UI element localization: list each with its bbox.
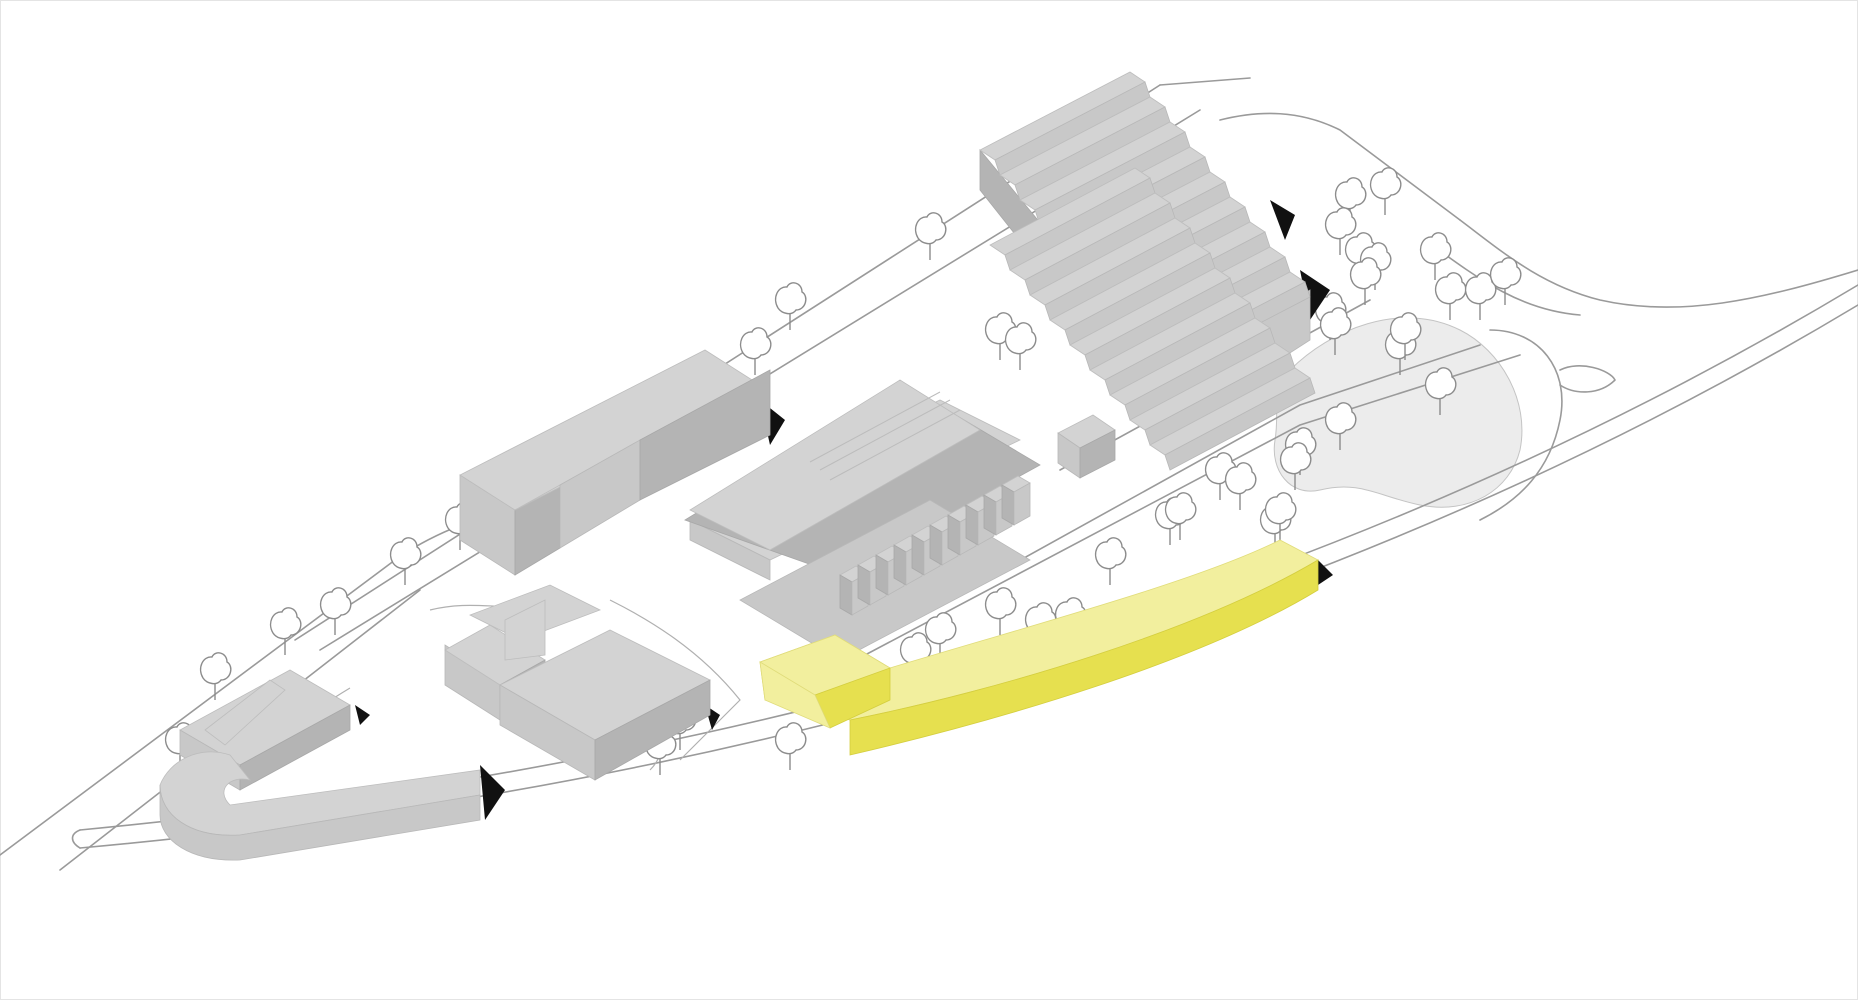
- tree-icon: [984, 587, 1017, 635]
- building-block: [444, 584, 720, 781]
- trees: [164, 167, 1522, 775]
- tree-icon: [1279, 442, 1312, 490]
- building-small-box: [1057, 414, 1116, 479]
- tree-icon: [389, 537, 422, 585]
- tree-icon: [1004, 322, 1037, 370]
- tree-icon: [1264, 492, 1297, 540]
- tree-icon: [199, 652, 232, 700]
- tree-icon: [1419, 232, 1452, 280]
- building-long-hall: [459, 349, 785, 576]
- tree-icon: [269, 607, 302, 655]
- tree-icon: [774, 722, 807, 770]
- highlight-wall: [849, 559, 1319, 756]
- tree-icon: [1349, 257, 1382, 305]
- tree-icon: [1434, 272, 1467, 320]
- building-market-hall: [684, 379, 1041, 661]
- tree-icon: [1424, 367, 1457, 415]
- tree-icon: [739, 327, 772, 375]
- building-curved-wing: [159, 751, 505, 861]
- tree-icon: [1324, 207, 1357, 255]
- tree-icon: [1094, 537, 1127, 585]
- tree-icon: [1489, 257, 1522, 305]
- tree-icon: [1319, 307, 1352, 355]
- tree-icon: [774, 282, 807, 330]
- tree-icon: [1389, 312, 1422, 360]
- tree-icon: [1369, 167, 1402, 215]
- building-highlighted: [759, 539, 1333, 756]
- tree-icon: [1224, 462, 1257, 510]
- tree-icon: [924, 612, 957, 660]
- tree-icon: [1164, 492, 1197, 540]
- tree-icon: [319, 587, 352, 635]
- tree-icon: [914, 212, 947, 260]
- tree-icon: [1324, 402, 1357, 450]
- open-area: [1273, 317, 1523, 508]
- building-sheds: [979, 71, 1330, 471]
